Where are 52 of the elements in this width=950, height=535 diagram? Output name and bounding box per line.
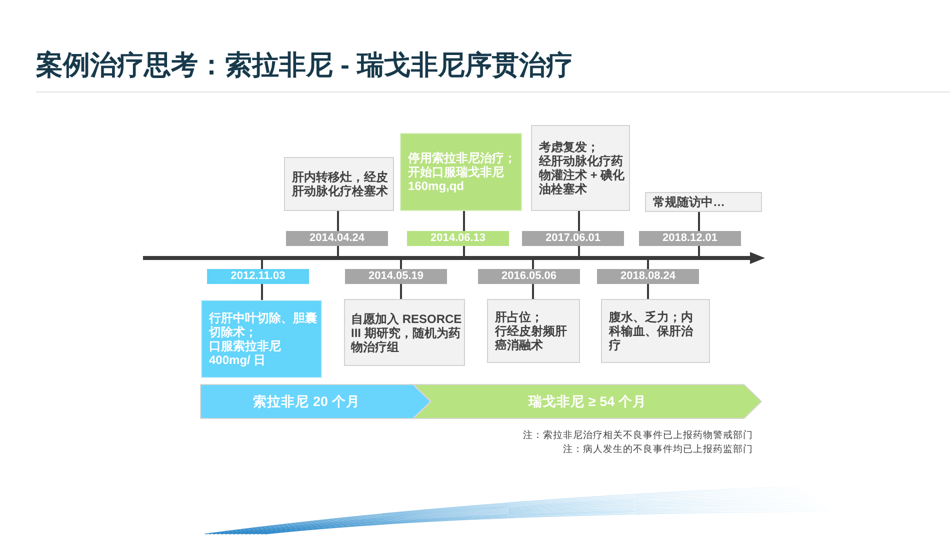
- footnote: 注：索拉非尼治疗相关不良事件已上报药物警戒部门: [523, 430, 753, 442]
- event-box: [284, 157, 394, 211]
- event-box: [487, 299, 580, 363]
- date-tag: 2017.06.01: [522, 231, 624, 246]
- connector-line: [463, 246, 465, 256]
- date-tag: 2014.04.24: [286, 231, 388, 246]
- date-tag: 2012.11.03: [207, 269, 309, 284]
- connector-line: [261, 260, 263, 269]
- connector-line: [532, 260, 534, 269]
- event-text: 肝内转移灶，经皮肝动脉化疗栓塞术: [292, 170, 389, 198]
- connector-line: [698, 246, 700, 256]
- timeline-arrow: [143, 252, 765, 264]
- connector-line: [647, 284, 649, 299]
- event-text: 口服索拉非尼400mg/ 日: [209, 339, 282, 367]
- event-text: 自愿加入 RESORCE III 期研究，随机为药物治疗组: [351, 312, 462, 354]
- duration-band: [413, 384, 762, 419]
- event-text: 肝占位；: [495, 310, 544, 324]
- event-box: [645, 192, 762, 212]
- event-box: [201, 300, 322, 378]
- connector-line: [400, 284, 402, 299]
- duration-band: [200, 384, 431, 419]
- date-tag: 2018.12.01: [639, 231, 741, 246]
- event-text: 经肝动脉化疗药物灌注术 + 碘化油栓塞术: [539, 154, 625, 196]
- footnote: 注：病人发生的不良事件均已上报药监部门: [563, 444, 753, 456]
- connector-line: [261, 284, 263, 300]
- connector-line: [400, 260, 402, 269]
- date-tag: 2014.05.19: [345, 269, 447, 284]
- date-tag: 2016.05.06: [478, 269, 580, 284]
- connector-line: [647, 260, 649, 269]
- event-box: [344, 299, 465, 366]
- date-tag: 2014.06.13: [407, 231, 509, 246]
- event-box: [531, 125, 630, 211]
- event-box: [400, 133, 522, 211]
- connector-line: [578, 246, 580, 256]
- event-box: [601, 299, 710, 363]
- connector-line: [337, 246, 339, 256]
- event-text: 行肝中叶切除、胆囊切除术；: [209, 311, 317, 339]
- connector-line: [578, 211, 580, 231]
- event-text: 开始口服瑞戈非尼160mg,qd: [408, 165, 505, 193]
- connector-line: [337, 211, 339, 231]
- connector-line: [698, 212, 700, 231]
- event-text: 常规随访中…: [653, 195, 726, 209]
- event-text: 停用索拉非尼治疗；: [408, 151, 517, 165]
- connector-line: [463, 211, 465, 231]
- slide-title: 案例治疗思考：索拉非尼 - 瑞戈非尼序贯治疗: [36, 49, 573, 82]
- event-text: 考虑复发；: [539, 140, 600, 154]
- duration-label: 瑞戈非尼 ≥ 54 个月: [528, 392, 646, 410]
- event-text: 行经皮射频肝癌消融术: [495, 324, 568, 352]
- duration-label: 索拉非尼 20 个月: [253, 392, 360, 410]
- event-text: 腹水、乏力；内科输血、保肝治疗: [609, 310, 694, 352]
- date-tag: 2018.08.24: [597, 269, 699, 284]
- connector-line: [532, 284, 534, 299]
